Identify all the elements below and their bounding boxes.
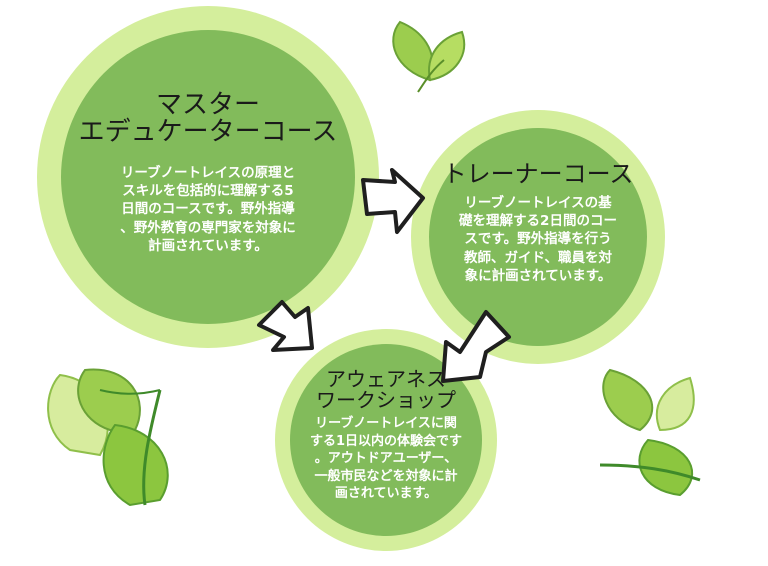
trainer-course-circle: トレーナーコース リーブノートレイスの基 礎を理解する2日間のコー スです。野外… xyxy=(411,110,665,364)
leaf-icon-top xyxy=(392,20,466,93)
arrow-icon-master-to-workshop xyxy=(257,300,314,352)
master-title-line1: マスター xyxy=(155,90,260,120)
trainer-desc-line: 象に計画されています。 xyxy=(464,267,612,284)
workshop-title-line2: ワークショップ xyxy=(316,388,456,412)
workshop-desc-line: 。アウトドアユーザー、 xyxy=(314,451,458,467)
master-course-circle: マスター エデュケーターコース リーブノートレイスの原理と スキルを包括的に理解… xyxy=(37,6,379,348)
master-course-title: マスター エデュケーターコース xyxy=(37,90,379,148)
master-desc-line: 計画されています。 xyxy=(148,237,268,254)
trainer-desc-line: 礎を理解する2日間のコー xyxy=(459,213,617,230)
master-course-inner xyxy=(61,30,355,324)
trainer-desc-line: 教師、ガイド、職員を対 xyxy=(464,249,612,266)
workshop-desc-line: 一般市民などを対象に計 xyxy=(314,468,458,484)
workshop-circle: アウェアネス ワークショップ リーブノートレイスに関 する1日以内の体験会です … xyxy=(275,329,497,551)
trainer-desc-line: スです。野外指導を行う xyxy=(464,231,612,248)
master-desc-line: 日間のコースです。野外指導 xyxy=(121,201,295,218)
master-title-line2: エデュケーターコース xyxy=(78,117,338,148)
workshop-description: リーブノートレイスに関 する1日以内の体験会です 。アウトドアユーザー、 一般市… xyxy=(299,415,473,503)
workshop-desc-line: リーブノートレイスに関 xyxy=(315,416,457,431)
trainer-desc-line: リーブノートレイスの基 xyxy=(464,195,612,211)
workshop-desc-line: 画されています。 xyxy=(334,486,438,502)
trainer-course-title: トレーナーコース xyxy=(442,160,634,188)
arrow-icon-master-to-trainer xyxy=(361,168,425,234)
leaf-icon-right xyxy=(599,368,701,497)
master-desc-line: スキルを包括的に理解する5 xyxy=(122,183,294,200)
trainer-course-inner xyxy=(429,128,647,346)
leaf-icon-left xyxy=(47,368,169,507)
workshop-title-line1: アウェアネス xyxy=(326,367,446,391)
workshop-desc-line: する1日以内の体験会です xyxy=(309,433,463,449)
master-desc-line: リーブノートレイスの原理と xyxy=(120,165,296,181)
workshop-title: アウェアネス ワークショップ xyxy=(275,369,497,411)
arrow-icon-trainer-to-workshop xyxy=(441,310,511,383)
master-desc-line: 、野外教育の専門家を対象に xyxy=(120,219,296,236)
trainer-course-description: リーブノートレイスの基 礎を理解する2日間のコー スです。野外指導を行う 教師、… xyxy=(449,194,627,285)
master-course-description: リーブノートレイスの原理と スキルを包括的に理解する5 日間のコースです。野外指… xyxy=(91,164,325,255)
